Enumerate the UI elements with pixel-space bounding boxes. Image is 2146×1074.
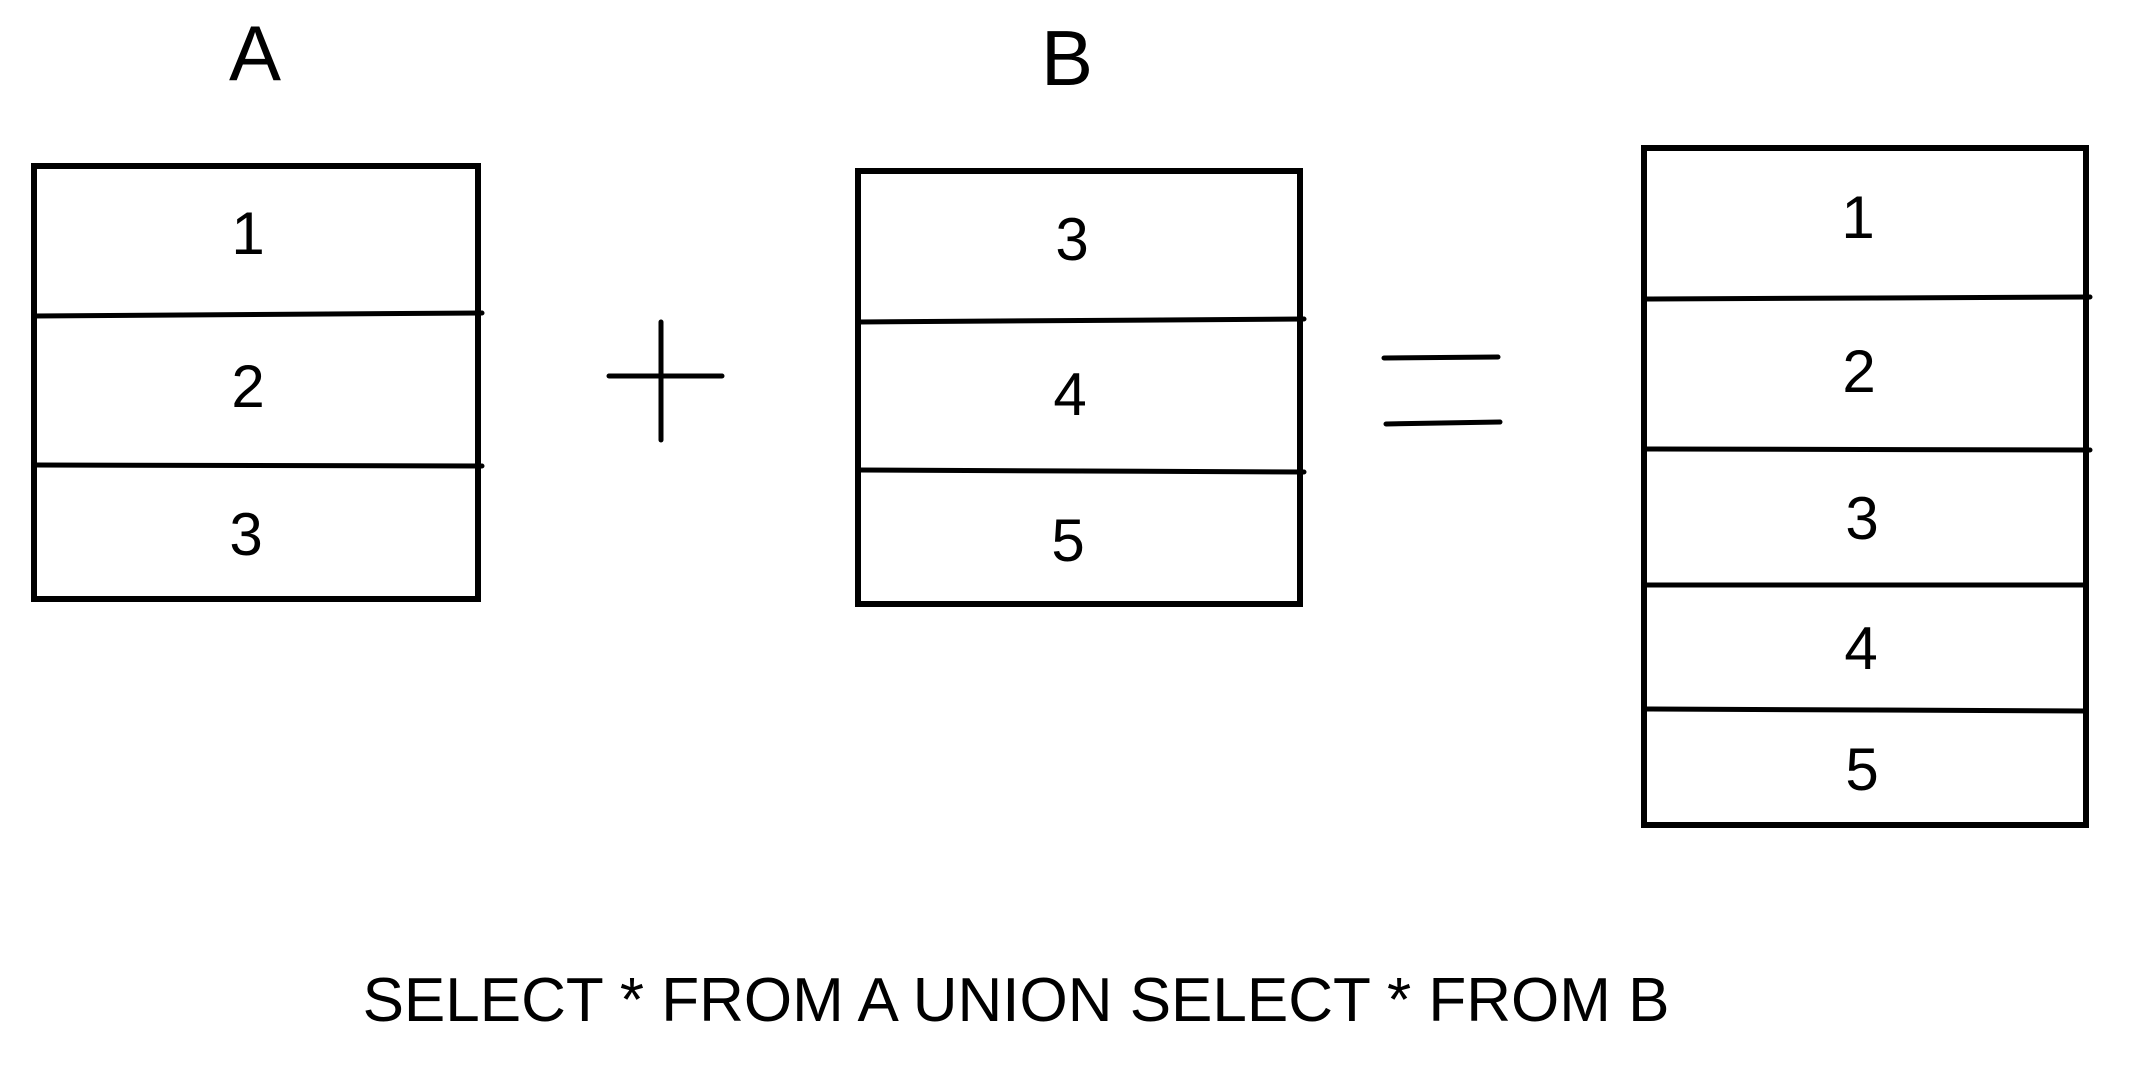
table-a-label: A [229,9,281,97]
result-table: 1 2 3 4 5 [1641,145,2093,828]
sql-query-caption: SELECT * FROM A UNION SELECT * FROM B [363,966,1670,1035]
table-a-divider-2 [31,462,485,469]
table-a-cell-2: 2 [231,353,264,420]
result-cell-1: 1 [1841,184,1874,251]
table-b-box [855,168,1303,607]
equals-icon [1381,354,1503,427]
table-a-cell-3: 3 [229,501,262,568]
table-a: A 1 2 3 [31,9,485,602]
result-cell-5: 5 [1845,736,1878,803]
table-a-box [31,163,481,602]
result-cell-3: 3 [1845,485,1878,552]
result-cell-4: 4 [1844,615,1877,682]
table-b: B 3 4 5 [855,14,1307,607]
table-a-divider-1 [31,310,485,319]
table-a-cell-1: 1 [231,200,264,267]
result-divider-2 [1641,446,2093,453]
plus-icon [606,319,725,443]
table-b-cell-1: 3 [1055,206,1088,273]
table-b-cell-3: 5 [1051,507,1084,574]
result-cell-2: 2 [1842,338,1875,405]
table-b-label: B [1041,14,1093,102]
result-divider-1 [1641,294,2093,302]
table-b-divider-1 [855,316,1307,325]
result-divider-4 [1641,706,2089,714]
table-b-cell-2: 4 [1053,361,1086,428]
table-b-divider-2 [855,467,1307,475]
